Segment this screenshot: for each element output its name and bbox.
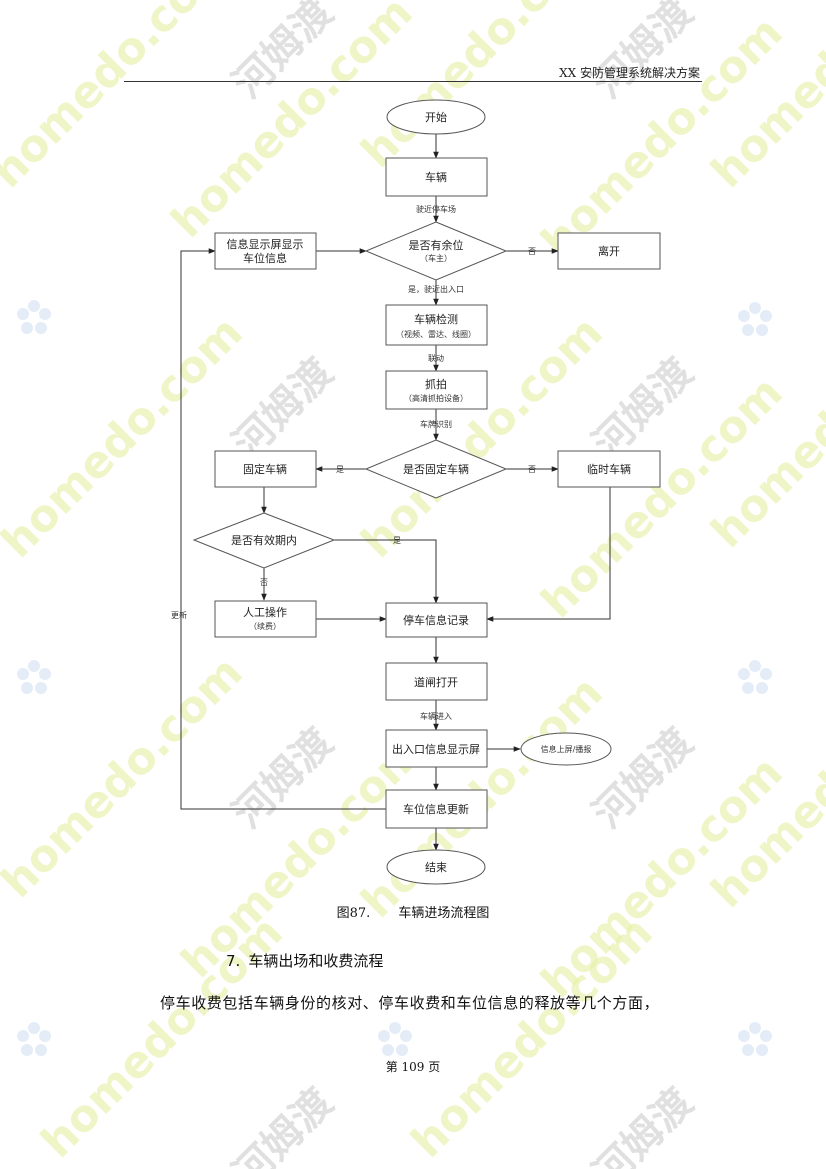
figure-number: 图87. <box>336 906 371 921</box>
node-entrance-display-label: 出入口信息显示屏 <box>392 742 480 756</box>
node-detect-sublabel: （视频、雷达、线圈） <box>396 329 476 339</box>
node-fixed-vehicle-label: 固定车辆 <box>243 462 287 476</box>
node-manual-shape <box>214 600 317 638</box>
node-capture-sublabel: （高清抓拍设备） <box>404 393 468 403</box>
node-end-shape <box>386 849 486 885</box>
node-detect-shape <box>385 304 488 346</box>
node-valid-period-shape <box>192 512 336 569</box>
edge-label-yes-2: 是 <box>393 536 401 545</box>
node-manual-label: 人工操作 <box>243 605 287 619</box>
edge-label-vehicle-enter: 车辆进入 <box>420 711 452 721</box>
document-header-title: XX 安防管理系统解决方案 <box>559 66 700 80</box>
node-fixed-vehicle-shape <box>214 450 317 488</box>
flower-icon <box>378 1022 412 1056</box>
node-start-shape <box>386 99 486 135</box>
flowchart: 开始 车辆 信息显示屏显示 车位信息 是否有余位 （车主） 离开 车辆检测 （视… <box>171 99 661 885</box>
node-space-update-shape <box>385 789 488 829</box>
section-number: 7. <box>226 952 241 970</box>
edge-label-plate-recog: 车牌识别 <box>420 419 452 429</box>
node-parking-record-label: 停车信息记录 <box>403 613 469 627</box>
edge-temp-record <box>486 487 611 622</box>
node-upload-label: 信息上屏/播报 <box>541 744 592 754</box>
node-space-update-label: 车位信息更新 <box>403 802 469 816</box>
node-start-label: 开始 <box>425 110 447 124</box>
body-paragraph: 停车收费包括车辆身份的核对、停车收费和车位信息的释放等几个方面， <box>160 994 660 1012</box>
figure-title: 车辆进场流程图 <box>398 906 490 921</box>
edge-update-loop <box>180 248 386 810</box>
node-has-space-sublabel: （车主） <box>420 253 452 263</box>
node-vehicle-label: 车辆 <box>425 170 447 184</box>
flower-icon <box>738 1022 772 1056</box>
node-leave-shape <box>557 232 661 270</box>
node-end-label: 结束 <box>425 861 447 874</box>
flowchart-connectors <box>180 134 611 851</box>
node-is-fixed-label: 是否固定车辆 <box>403 462 469 476</box>
node-capture-shape <box>385 370 488 410</box>
node-manual-sublabel: （续费） <box>249 621 281 631</box>
section-title: 车辆出场和收费流程 <box>248 952 384 970</box>
node-temp-vehicle-shape <box>557 450 661 488</box>
edge-label-yes-1: 是 <box>336 465 344 474</box>
header-rule <box>124 81 702 82</box>
flower-icon <box>17 1022 51 1056</box>
node-detect-label: 车辆检测 <box>414 312 458 326</box>
node-temp-vehicle-label: 临时车辆 <box>587 462 631 476</box>
node-upload-shape <box>520 732 612 766</box>
edge-label-update: 更新 <box>171 610 187 620</box>
edge-label-no-3: 否 <box>260 578 268 587</box>
node-has-space-shape <box>364 221 508 281</box>
section-heading: 7. 车辆出场和收费流程 <box>226 950 383 971</box>
node-vehicle-shape <box>385 157 488 197</box>
page-number: 第 109 页 <box>385 1060 441 1074</box>
edge-label-link: 联动 <box>428 353 444 363</box>
node-valid-period-label: 是否有效期内 <box>231 533 297 547</box>
node-parking-record-shape <box>385 602 488 638</box>
edge-label-drive-to-lot: 驶近停车场 <box>416 204 456 214</box>
watermark-text-cn: 河姆渡 <box>225 1080 342 1169</box>
figure-caption: 图87. 车辆进场流程图 <box>0 902 826 921</box>
node-entrance-display-shape <box>385 729 488 768</box>
edge-label-yes-drive-entrance: 是，驶近出入口 <box>408 284 464 294</box>
node-info-display-shape <box>214 232 317 270</box>
node-has-space-label: 是否有余位 <box>409 238 464 252</box>
node-is-fixed-shape <box>364 439 508 499</box>
watermark-text: homedo.com <box>402 907 663 1168</box>
node-info-display-label-2: 车位信息 <box>243 251 287 265</box>
edge-label-no-1: 否 <box>528 247 536 256</box>
watermark-text-cn: 河姆渡 <box>585 1080 702 1169</box>
node-info-display-label-1: 信息显示屏显示 <box>227 237 304 251</box>
node-capture-label: 抓拍 <box>425 377 447 391</box>
node-leave-label: 离开 <box>598 244 620 258</box>
watermark-text: homedo.com <box>32 907 293 1168</box>
node-gate-open-shape <box>385 662 488 701</box>
node-gate-open-label: 道闸打开 <box>414 675 458 689</box>
edge-label-no-2: 否 <box>528 465 536 474</box>
edge-valid-yes <box>334 539 439 604</box>
